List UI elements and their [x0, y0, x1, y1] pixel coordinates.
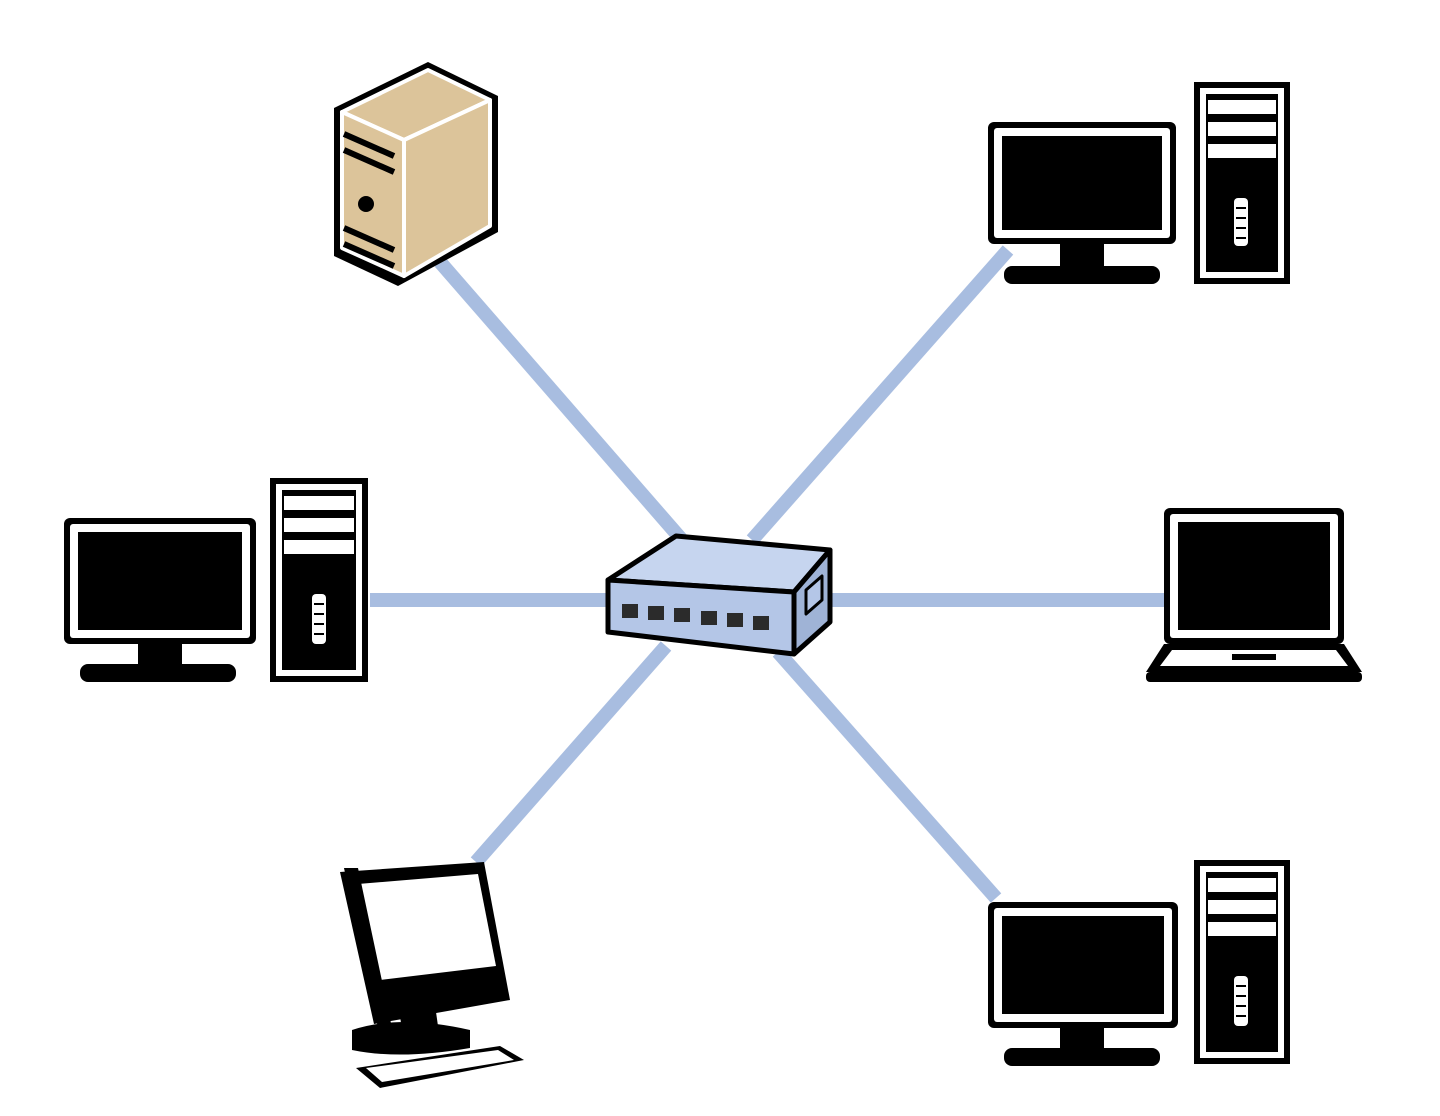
monitor-icon — [988, 902, 1178, 1066]
desktop-top-right-icon — [988, 82, 1290, 284]
desktop-bottom-right-icon — [988, 860, 1290, 1066]
tower-icon — [270, 478, 368, 682]
links — [370, 245, 1168, 903]
tower-icon — [1194, 860, 1290, 1064]
tower-icon — [1194, 82, 1290, 284]
link-server — [434, 257, 688, 545]
laptop-icon — [1146, 508, 1362, 682]
server-icon — [334, 62, 498, 286]
monitor-icon — [64, 518, 256, 682]
desktop-left-icon — [64, 478, 368, 682]
monitor-icon — [988, 122, 1176, 284]
switch-ports — [622, 604, 769, 630]
link-all-in-one — [470, 641, 672, 867]
link-desktop-top-right — [746, 245, 1014, 545]
all-in-one-computer-icon — [340, 862, 524, 1088]
link-desktop-bottom-right — [772, 647, 1002, 903]
network-switch-icon — [605, 533, 833, 657]
